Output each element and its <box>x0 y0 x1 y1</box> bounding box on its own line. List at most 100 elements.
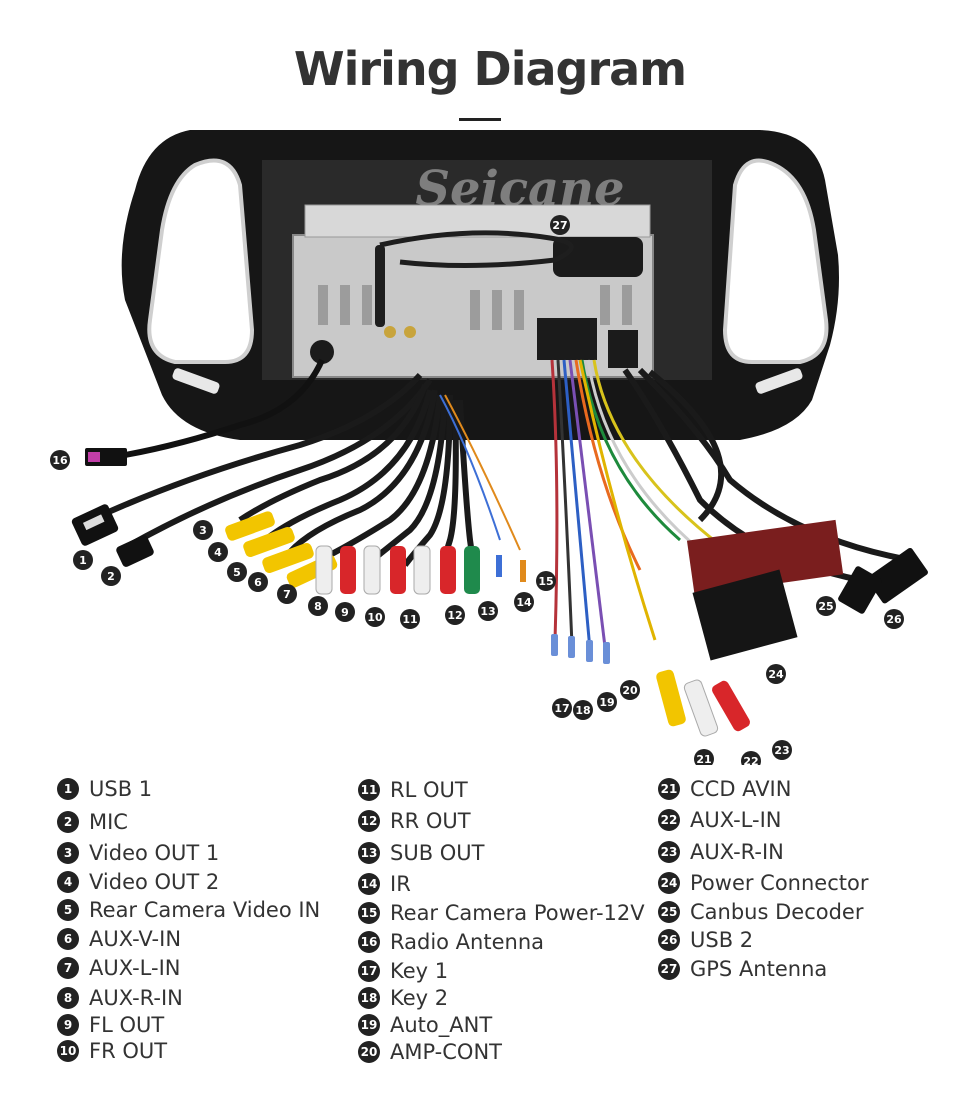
callout-number: 22 <box>743 755 758 765</box>
legend-label: AUX-R-IN <box>690 840 784 864</box>
frame-right-cutout <box>722 158 829 364</box>
frame-left-cutout <box>147 158 255 364</box>
legend-number-badge: 13 <box>358 842 380 864</box>
power-connector-socket <box>608 330 638 368</box>
callout-badge-5: 5 <box>227 562 247 582</box>
legend-number-badge: 18 <box>358 987 380 1009</box>
legend-number-badge: 27 <box>658 958 680 980</box>
legend-number-badge: 15 <box>358 902 380 924</box>
callout-badge-2: 2 <box>101 566 121 586</box>
legend-number-badge: 26 <box>658 929 680 951</box>
legend-item-25: 25 Canbus Decoder <box>658 899 863 925</box>
callout-number: 3 <box>199 524 207 537</box>
callout-number: 11 <box>402 613 417 626</box>
legend-label: GPS Antenna <box>690 957 828 981</box>
callout-badge-7: 7 <box>277 584 297 604</box>
callout-badge-3: 3 <box>193 520 213 540</box>
legend-label: Key 2 <box>390 986 449 1010</box>
legend-label: AUX-R-IN <box>89 986 183 1010</box>
legend-label: Rear Camera Video IN <box>89 898 321 922</box>
callout-badge-19: 19 <box>597 692 617 712</box>
legend-number-badge: 10 <box>57 1040 79 1062</box>
callout-number: 1 <box>79 554 87 567</box>
legend-label: AUX-L-IN <box>690 808 782 832</box>
legend-item-10: 10 FR OUT <box>57 1038 167 1064</box>
legend-label: FR OUT <box>89 1039 168 1063</box>
legend-label: Canbus Decoder <box>690 900 864 924</box>
callout-badge-8: 8 <box>308 596 328 616</box>
callout-badge-10: 10 <box>365 607 385 627</box>
callout-badge-23: 23 <box>772 740 792 760</box>
gps-antenna-puck <box>553 237 643 277</box>
legend-label: AUX-V-IN <box>89 927 182 951</box>
callout-badge-9: 9 <box>335 602 355 622</box>
legend-item-27: 27 GPS Antenna <box>658 956 827 982</box>
legend-number-badge: 4 <box>57 871 79 893</box>
callout-badge-22: 22 <box>741 751 761 765</box>
callout-badge-11: 11 <box>400 609 420 629</box>
legend-number-badge: 19 <box>358 1014 380 1036</box>
legend-label: Rear Camera Power-12V <box>390 901 645 925</box>
legend-label: Key 1 <box>390 959 449 983</box>
legend-label: USB 2 <box>690 928 754 952</box>
legend-number-badge: 25 <box>658 901 680 923</box>
canbus-plug <box>838 566 882 614</box>
callout-number: 25 <box>818 600 833 613</box>
legend-label: FL OUT <box>89 1013 165 1037</box>
legend-label: AMP-CONT <box>390 1040 502 1064</box>
legend-label: CCD AVIN <box>690 777 792 801</box>
legend-item-18: 18 Key 2 <box>358 985 448 1011</box>
callout-badge-6: 6 <box>248 572 268 592</box>
gps-cable-coil <box>379 230 574 269</box>
callout-number: 20 <box>622 684 638 697</box>
legend-number-badge: 21 <box>658 778 680 800</box>
radio-antenna-cable <box>124 358 325 458</box>
legend-number-badge: 5 <box>57 899 79 921</box>
legend-label: IR <box>390 872 411 896</box>
radio-antenna-socket <box>310 340 334 364</box>
head-unit-wiring-illustration: Seicane <box>50 130 928 765</box>
legend-item-14: 14 IR <box>358 871 411 897</box>
callout-badge-25: 25 <box>816 596 836 616</box>
callout-number: 13 <box>480 605 495 618</box>
legend-number-badge: 23 <box>658 841 680 863</box>
chassis-vents <box>318 285 632 330</box>
callout-number: 7 <box>283 588 291 601</box>
legend-number-badge: 3 <box>57 842 79 864</box>
legend-item-26: 26 USB 2 <box>658 927 753 953</box>
callout-badge-26: 26 <box>884 609 904 629</box>
callout-number: 27 <box>552 219 567 232</box>
page-title: Wiring Diagram <box>293 42 687 96</box>
legend-item-15: 15 Rear Camera Power-12V <box>358 900 645 926</box>
legend-number-badge: 14 <box>358 873 380 895</box>
frame-left-slot <box>172 368 220 394</box>
power-connector-plug <box>692 569 798 661</box>
legend-number-badge: 12 <box>358 810 380 832</box>
callout-number: 12 <box>447 609 462 622</box>
callout-badge-21: 21 <box>694 749 714 765</box>
legend-number-badge: 17 <box>358 960 380 982</box>
legend-number-badge: 11 <box>358 779 380 801</box>
callout-number: 4 <box>214 546 222 559</box>
callout-badge-1: 1 <box>73 550 93 570</box>
callout-number: 23 <box>774 744 789 757</box>
power-harness-wires <box>550 359 721 656</box>
legend-number-badge: 16 <box>358 931 380 953</box>
callout-number: 6 <box>254 576 262 589</box>
callout-number: 9 <box>341 606 349 619</box>
callout-number: 21 <box>696 753 711 765</box>
callout-number: 5 <box>233 566 241 579</box>
callout-badge-14: 14 <box>514 592 534 612</box>
canbus-decoder-box <box>686 519 844 596</box>
callout-number: 19 <box>599 696 614 709</box>
callout-badge-24: 24 <box>766 664 786 684</box>
usb-2-plug <box>866 548 928 604</box>
